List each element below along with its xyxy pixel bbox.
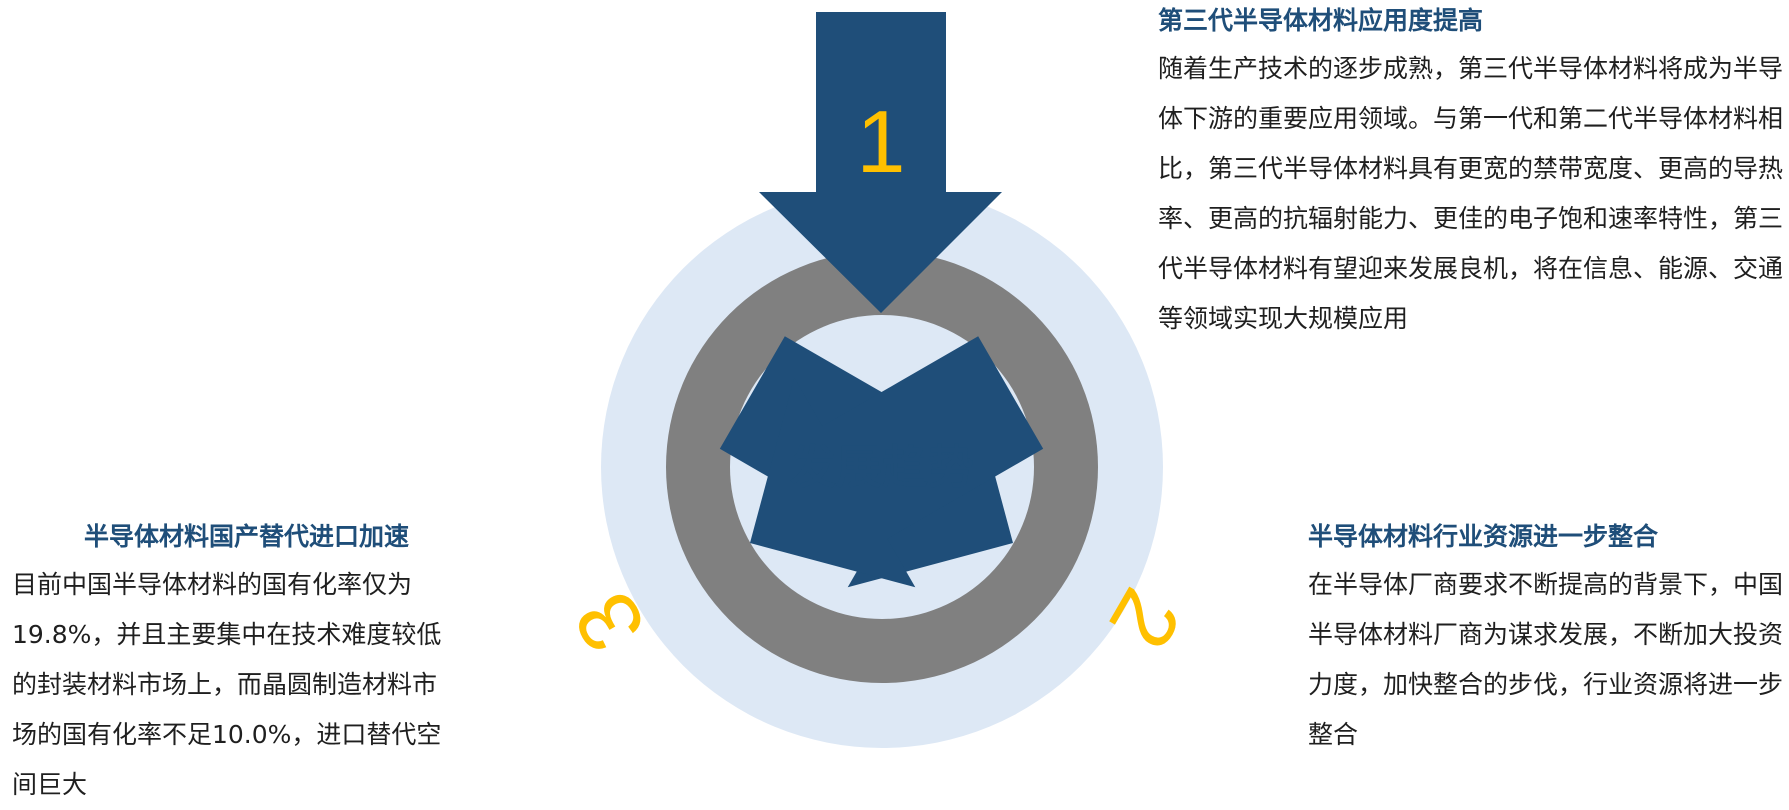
- trend-3-body: 目前中国半导体材料的国有化率仅为19.8%，并且主要集中在技术难度较低的封装材料…: [12, 570, 442, 799]
- trend-block-2: 半导体材料行业资源进一步整合 在半导体厂商要求不断提高的背景下，中国半导体材料厂…: [1308, 520, 1786, 760]
- trend-block-1: 第三代半导体材料应用度提高 随着生产技术的逐步成熟，第三代半导体材料将成为半导体…: [1158, 4, 1783, 344]
- arrow-1: [759, 12, 1002, 313]
- arrow-2-number: 2: [1091, 573, 1201, 665]
- trend-1-title: 第三代半导体材料应用度提高: [1158, 6, 1484, 35]
- trend-block-3: 半导体材料国产替代进口加速 目前中国半导体材料的国有化率仅为19.8%，并且主要…: [12, 520, 452, 810]
- trend-3-title: 半导体材料国产替代进口加速: [84, 522, 410, 551]
- trend-2-title: 半导体材料行业资源进一步整合: [1308, 522, 1659, 551]
- trend-2-body: 在半导体厂商要求不断提高的背景下，中国半导体材料厂商为谋求发展，不断加大投资力度…: [1308, 570, 1784, 749]
- trend-1-body: 随着生产技术的逐步成熟，第三代半导体材料将成为半导体下游的重要应用领域。与第一代…: [1158, 54, 1784, 333]
- center-label: 发展趋势: [790, 440, 974, 494]
- arrow-1-number: 1: [857, 92, 906, 191]
- arrow-3-number: 3: [554, 576, 664, 668]
- arrow-3: [750, 336, 1044, 588]
